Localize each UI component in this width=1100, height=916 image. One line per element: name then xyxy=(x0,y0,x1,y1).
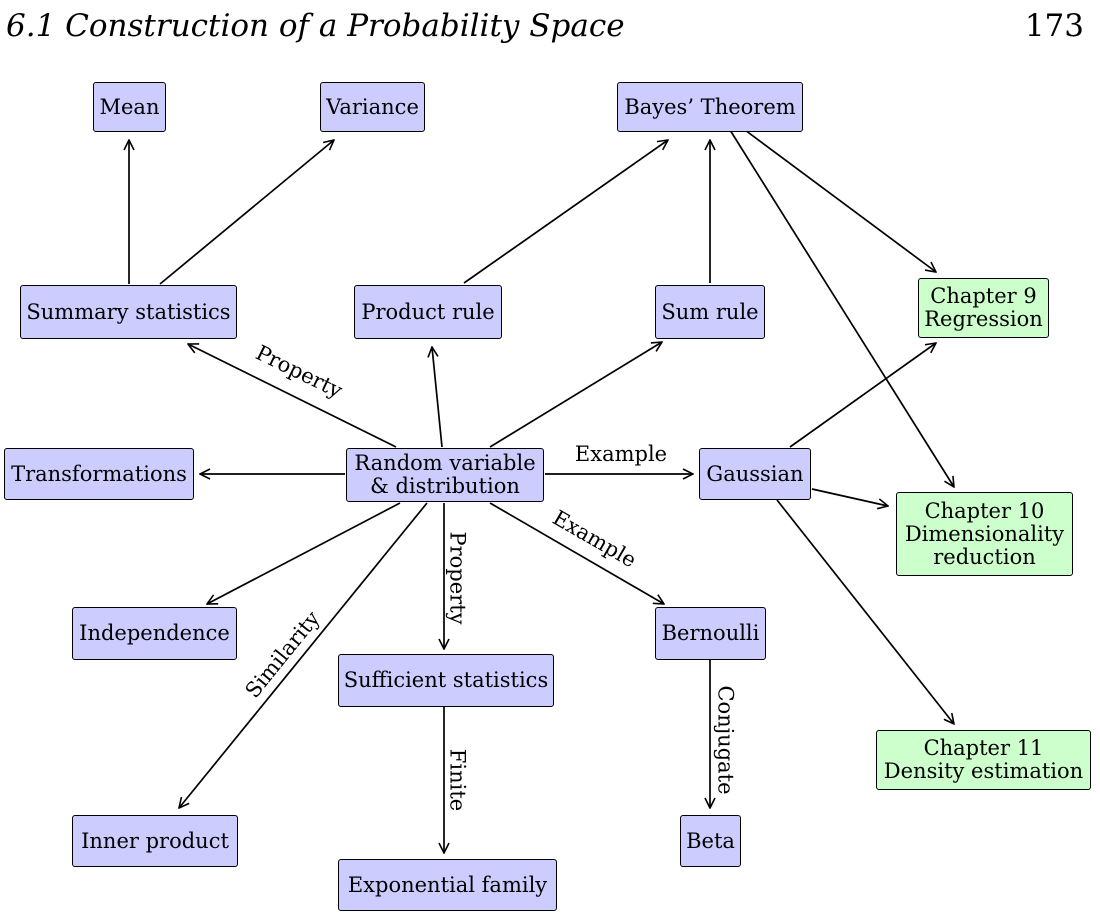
node-variance-label: Variance xyxy=(326,94,419,119)
node-summary-statistics-label: Summary statistics xyxy=(26,299,231,324)
node-exponential-family: Exponential family xyxy=(338,859,557,911)
edge-gaussian-to-ch9 xyxy=(789,343,936,448)
node-beta-label: Beta xyxy=(686,828,735,853)
node-mean-label: Mean xyxy=(99,94,160,119)
node-inner-product: Inner product xyxy=(72,815,238,867)
edge-random-to-summary xyxy=(188,344,397,448)
node-chapter-9-line-1: Chapter 9 xyxy=(930,284,1037,308)
node-chapter-10-line-1: Chapter 10 xyxy=(924,498,1045,523)
section-title: 6.1 Construction of a Probability Space xyxy=(6,8,625,44)
node-exponential-family-label: Exponential family xyxy=(347,872,548,897)
node-chapter-11-line-1: Chapter 11 xyxy=(923,736,1044,760)
node-summary-statistics: Summary statistics xyxy=(20,285,237,339)
node-independence-label: Independence xyxy=(79,621,230,645)
node-product-rule: Product rule xyxy=(354,285,502,339)
node-chapter-10-line-2: Dimensionality xyxy=(904,521,1065,546)
node-product-rule-label: Product rule xyxy=(361,299,495,324)
edge-label-conjugate: Conjugate xyxy=(714,685,738,794)
node-sufficient-statistics: Sufficient statistics xyxy=(338,654,554,707)
node-gaussian: Gaussian xyxy=(699,448,811,500)
node-beta: Beta xyxy=(680,815,741,867)
node-chapter-11-line-2: Density estimation xyxy=(883,759,1084,783)
node-gaussian-label: Gaussian xyxy=(706,461,804,486)
node-random-variable-line-1: Random variable xyxy=(354,451,536,475)
edge-gaussian-to-ch11 xyxy=(776,499,954,724)
node-transformations: Transformations xyxy=(4,448,194,500)
node-inner-product-label: Inner product xyxy=(81,828,229,853)
node-bernoulli: Bernoulli xyxy=(655,607,766,660)
page-number: 173 xyxy=(1024,8,1084,44)
edge-random-to-independence xyxy=(207,502,401,604)
edge-label-finite: Finite xyxy=(446,749,470,811)
node-variance: Variance xyxy=(320,82,425,132)
node-random-variable-line-2: & distribution xyxy=(370,474,520,498)
edge-random-to-sum xyxy=(489,342,662,448)
edge-random-to-product xyxy=(432,347,443,448)
node-chapter-9-line-2: Regression xyxy=(924,307,1043,331)
edge-label-similarity: Similarity xyxy=(240,607,324,703)
edge-label-property-summary: Property xyxy=(252,341,346,403)
edge-product-to-bayes xyxy=(463,140,668,284)
node-chapter-10-line-3: reduction xyxy=(933,544,1036,569)
edge-gaussian-to-ch10 xyxy=(811,488,888,506)
node-bayes-theorem: Bayes’ Theorem xyxy=(617,82,803,132)
node-bayes-theorem-label: Bayes’ Theorem xyxy=(624,94,796,119)
node-transformations-label: Transformations xyxy=(11,461,187,486)
edge-label-property-sufficient: Property xyxy=(446,531,470,624)
edge-random-to-inner xyxy=(179,502,428,808)
edge-label-example-gaussian: Example xyxy=(575,442,667,466)
node-sum-rule-label: Sum rule xyxy=(661,299,759,324)
node-chapter-11: Chapter 11 Density estimation xyxy=(876,730,1091,790)
page-header: 6.1 Construction of a Probability Space … xyxy=(6,8,1084,48)
edge-random-to-bernoulli xyxy=(489,502,664,604)
edge-bayes-to-ch10 xyxy=(729,129,954,487)
node-chapter-10: Chapter 10 Dimensionality reduction xyxy=(896,492,1073,576)
node-chapter-9: Chapter 9 Regression xyxy=(918,278,1049,338)
edge-summary-to-variance xyxy=(159,140,334,285)
node-sufficient-statistics-label: Sufficient statistics xyxy=(343,668,549,692)
edge-label-example-bernoulli: Example xyxy=(549,505,641,572)
node-sum-rule: Sum rule xyxy=(655,285,765,339)
node-random-variable: Random variable & distribution xyxy=(346,448,544,502)
node-independence: Independence xyxy=(72,607,237,660)
edge-bayes-to-ch9 xyxy=(744,129,936,272)
node-bernoulli-label: Bernoulli xyxy=(661,621,760,645)
node-mean: Mean xyxy=(93,82,166,132)
